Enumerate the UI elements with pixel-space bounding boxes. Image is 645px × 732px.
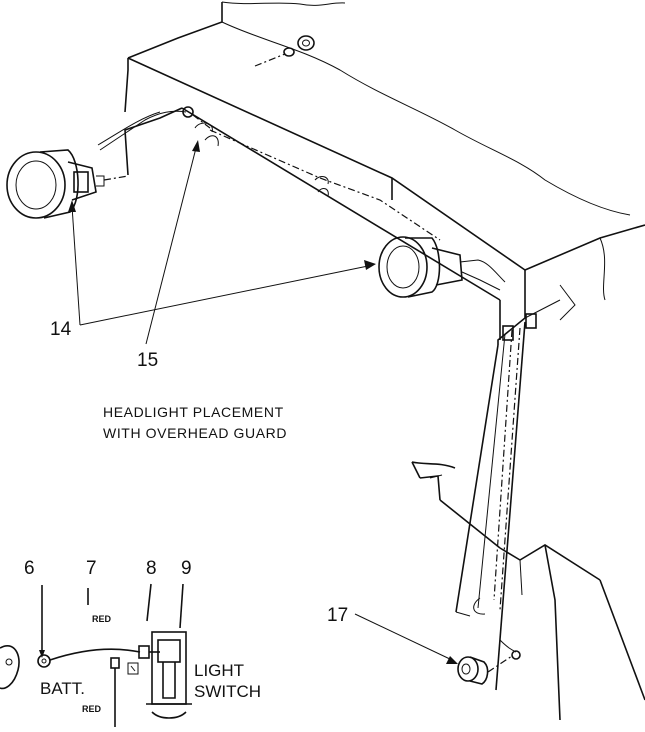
label-14-text: 14 — [50, 319, 72, 340]
caption-line-2: WITH OVERHEAD GUARD — [103, 425, 287, 441]
vertical-post — [455, 313, 537, 691]
nut-and-washer — [254, 35, 315, 67]
battery-label: BATT. — [40, 679, 85, 698]
truck-body — [411, 461, 645, 721]
left-headlight — [6, 149, 129, 219]
overhead-guard-beam — [124, 1, 645, 345]
wire-color-bottom: RED — [82, 704, 102, 714]
label-17: 17 — [327, 605, 458, 664]
right-headlight — [378, 236, 506, 298]
label-15: 15 — [137, 140, 200, 371]
label-6-text: 6 — [24, 558, 35, 579]
label-7-text: 7 — [86, 558, 97, 579]
wire-color-top: RED — [92, 614, 112, 624]
caption: HEADLIGHT PLACEMENT WITH OVERHEAD GUARD — [103, 404, 287, 441]
label-17-text: 17 — [327, 605, 348, 626]
light-switch-label-line-2: SWITCH — [194, 682, 261, 701]
label-8-text: 8 — [146, 558, 157, 579]
caption-line-1: HEADLIGHT PLACEMENT — [103, 404, 284, 420]
label-15-text: 15 — [137, 350, 158, 371]
light-switch-label-line-1: LIGHT — [194, 661, 244, 680]
label-14: 14 — [50, 200, 376, 340]
grommet — [457, 639, 521, 685]
label-9-text: 9 — [181, 558, 192, 579]
wiring-schematic: 6 7 8 9 BATT. RED LIGHT SWITCH RE — [0, 558, 261, 727]
wire-run — [209, 129, 441, 241]
left-bracket-wire — [97, 106, 219, 176]
